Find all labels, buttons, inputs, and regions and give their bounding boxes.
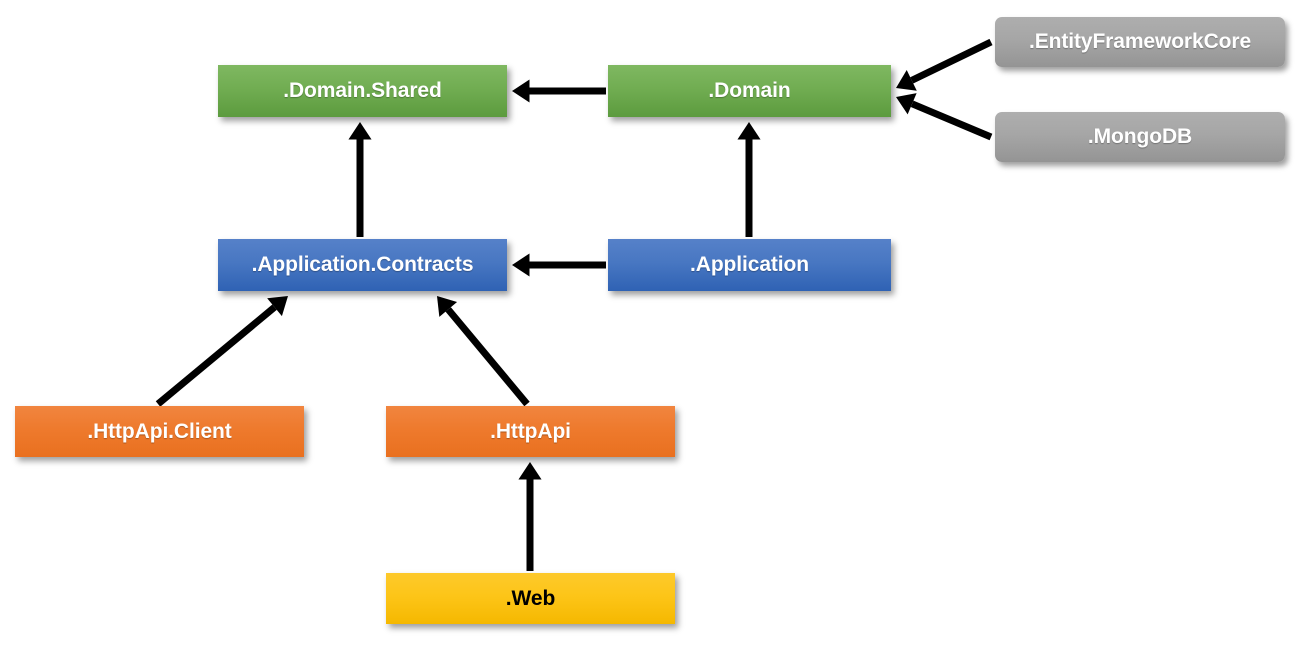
- arrow-shaft: [445, 307, 530, 407]
- node-label: .EntityFrameworkCore: [1028, 30, 1252, 53]
- arrow-mongodb-to-domain: [896, 93, 993, 141]
- arrow-application-contracts-to-domain-shared: [348, 122, 372, 237]
- arrow-head: [518, 462, 542, 480]
- node-web[interactable]: .Web: [386, 573, 675, 624]
- arrow-shaft: [910, 38, 993, 84]
- node-mongodb[interactable]: .MongoDB: [995, 112, 1285, 162]
- arrow-application-to-domain: [737, 122, 761, 237]
- node-label: .MongoDB: [1087, 125, 1193, 148]
- arrow-head: [896, 69, 917, 91]
- arrow-head: [896, 93, 917, 115]
- node-httpapi-client[interactable]: .HttpApi.Client: [15, 406, 304, 457]
- node-label: .HttpApi.Client: [87, 419, 232, 443]
- node-domain-shared[interactable]: .Domain.Shared: [218, 65, 507, 117]
- arrow-head: [512, 79, 530, 103]
- node-application-contracts[interactable]: .Application.Contracts: [218, 239, 507, 291]
- arrow-domain-to-domain-shared: [512, 79, 606, 103]
- arrow-httpapi-to-application-contracts: [437, 296, 530, 407]
- arrow-head: [512, 253, 530, 277]
- node-label: .HttpApi: [490, 419, 571, 443]
- node-label: .Domain.Shared: [283, 79, 442, 102]
- node-label: .Application.Contracts: [251, 253, 474, 276]
- arrow-head: [437, 296, 458, 317]
- arrow-shaft: [910, 100, 993, 141]
- arrow-head: [348, 122, 372, 140]
- node-application[interactable]: .Application: [608, 239, 891, 291]
- node-label: .Web: [505, 586, 556, 610]
- node-label: .Application: [690, 253, 809, 276]
- node-label: .Domain: [708, 79, 791, 102]
- node-domain[interactable]: .Domain: [608, 65, 891, 117]
- arrow-head: [737, 122, 761, 140]
- arrow-efcore-to-domain: [896, 38, 993, 91]
- arrow-application-to-application-contracts: [512, 253, 606, 277]
- node-entityframeworkcore[interactable]: .EntityFrameworkCore: [995, 17, 1285, 67]
- node-httpapi[interactable]: .HttpApi: [386, 406, 675, 457]
- arrow-head: [267, 296, 288, 317]
- arrow-shaft: [155, 304, 277, 407]
- arrow-web-to-httpapi: [518, 462, 542, 571]
- arrow-httpapi-client-to-application-contracts: [155, 296, 288, 407]
